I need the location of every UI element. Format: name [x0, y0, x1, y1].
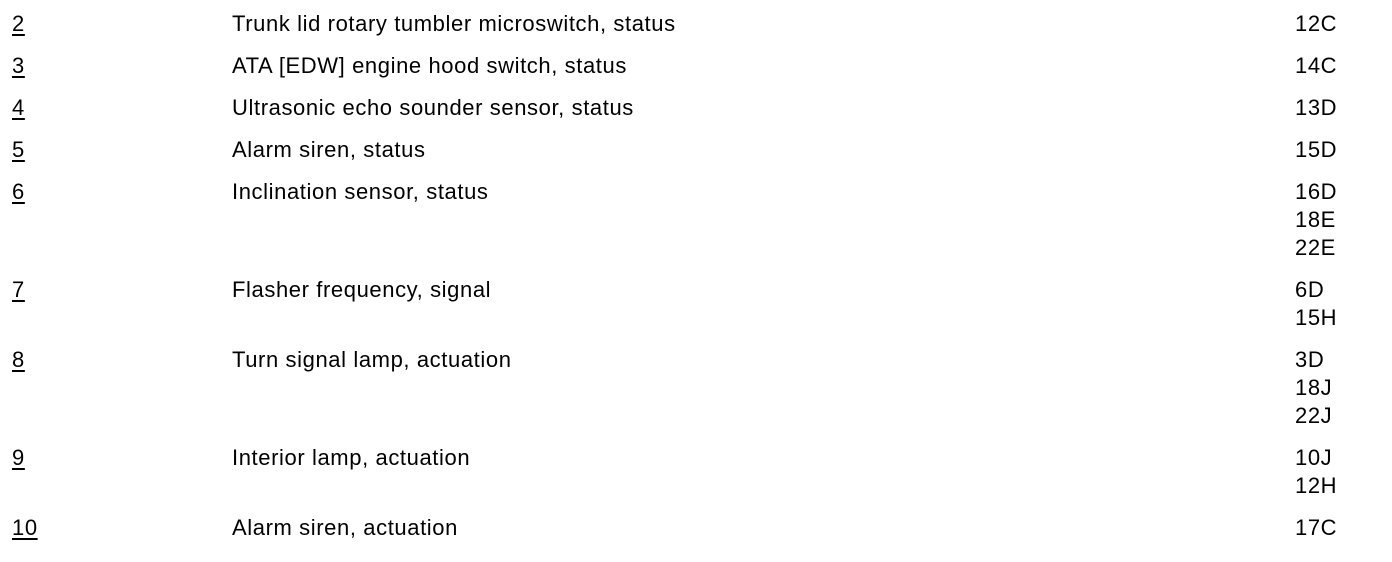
item-number-cell: 3 — [12, 52, 232, 80]
item-description: Alarm siren, status — [232, 137, 426, 162]
grid-reference: 6D — [1295, 277, 1325, 302]
legend-row: 6 Inclination sensor, status 16D 18E 22E — [12, 178, 1392, 262]
legend-table: 2 Trunk lid rotary tumbler microswitch, … — [12, 10, 1392, 542]
grid-reference: 13D — [1295, 95, 1338, 120]
legend-row: 4 Ultrasonic echo sounder sensor, status… — [12, 94, 1392, 122]
grid-reference: 14C — [1295, 53, 1338, 78]
grid-reference: 12C — [1295, 11, 1338, 36]
item-number-link[interactable]: 8 — [12, 347, 25, 372]
item-number-cell: 9 — [12, 444, 232, 472]
item-description: Flasher frequency, signal — [232, 277, 492, 302]
item-description: Alarm siren, actuation — [232, 515, 458, 540]
item-number-cell: 6 — [12, 178, 232, 206]
grid-reference: 22J — [1295, 403, 1333, 428]
item-number-link[interactable]: 4 — [12, 95, 25, 120]
grid-reference: 22E — [1295, 235, 1336, 260]
grid-reference: 15H — [1295, 305, 1338, 330]
grid-reference: 12H — [1295, 473, 1338, 498]
legend-row: 3 ATA [EDW] engine hood switch, status 1… — [12, 52, 1392, 80]
item-number-link[interactable]: 6 — [12, 179, 25, 204]
item-number-link[interactable]: 10 — [12, 515, 38, 540]
legend-row: 8 Turn signal lamp, actuation 3D 18J 22J — [12, 346, 1392, 430]
item-description: Inclination sensor, status — [232, 179, 489, 204]
item-description: Trunk lid rotary tumbler microswitch, st… — [232, 11, 676, 36]
item-refs: 17C — [1295, 514, 1392, 542]
item-refs: 15D — [1295, 136, 1392, 164]
grid-reference: 16D — [1295, 179, 1338, 204]
item-refs: 16D 18E 22E — [1295, 178, 1392, 262]
grid-reference: 17C — [1295, 515, 1338, 540]
grid-reference: 18E — [1295, 207, 1336, 232]
item-number-cell: 4 — [12, 94, 232, 122]
grid-reference: 3D — [1295, 347, 1325, 372]
item-number-link[interactable]: 9 — [12, 445, 25, 470]
item-number-cell: 2 — [12, 10, 232, 38]
item-description: ATA [EDW] engine hood switch, status — [232, 53, 627, 78]
item-number-link[interactable]: 5 — [12, 137, 25, 162]
item-number-link[interactable]: 7 — [12, 277, 25, 302]
item-description: Interior lamp, actuation — [232, 445, 471, 470]
item-refs: 13D — [1295, 94, 1392, 122]
item-number-link[interactable]: 3 — [12, 53, 25, 78]
grid-reference: 10J — [1295, 445, 1333, 470]
item-number-link[interactable]: 2 — [12, 11, 25, 36]
grid-reference: 15D — [1295, 137, 1338, 162]
legend-row: 5 Alarm siren, status 15D — [12, 136, 1392, 164]
grid-reference: 18J — [1295, 375, 1333, 400]
item-refs: 12C — [1295, 10, 1392, 38]
item-description: Turn signal lamp, actuation — [232, 347, 512, 372]
legend-row: 2 Trunk lid rotary tumbler microswitch, … — [12, 10, 1392, 38]
item-number-cell: 7 — [12, 276, 232, 304]
item-refs: 3D 18J 22J — [1295, 346, 1392, 430]
legend-row: 10 Alarm siren, actuation 17C — [12, 514, 1392, 542]
item-number-cell: 8 — [12, 346, 232, 374]
item-number-cell: 5 — [12, 136, 232, 164]
item-refs: 14C — [1295, 52, 1392, 80]
item-description: Ultrasonic echo sounder sensor, status — [232, 95, 634, 120]
item-number-cell: 10 — [12, 514, 232, 542]
